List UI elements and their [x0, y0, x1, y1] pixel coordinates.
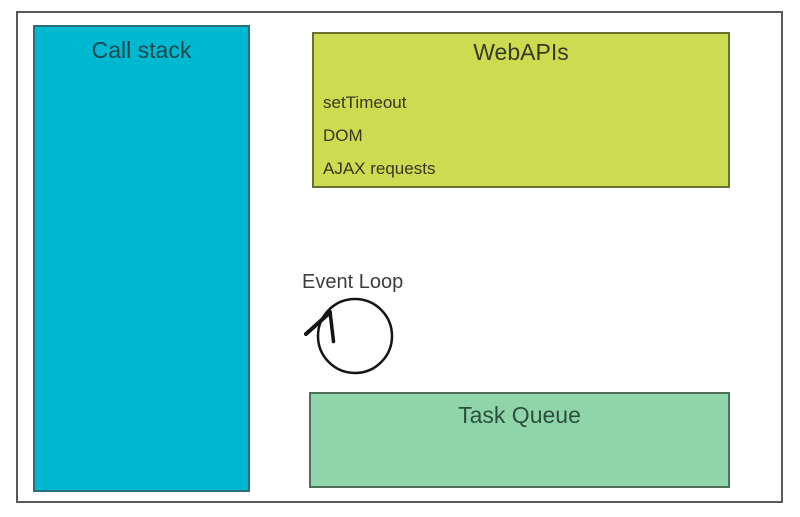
- task-queue-title: Task Queue: [458, 402, 581, 428]
- event-loop-label: Event Loop: [302, 271, 404, 293]
- web-apis-box: WebAPIs setTimeout DOM AJAX requests: [312, 32, 730, 188]
- web-apis-item-ajax: AJAX requests: [323, 159, 436, 178]
- web-apis-item-list: setTimeout DOM AJAX requests: [323, 86, 720, 185]
- call-stack-title: Call stack: [91, 37, 192, 63]
- call-stack-box: Call stack: [33, 25, 250, 492]
- task-queue-box: Task Queue: [309, 392, 730, 488]
- web-apis-title: WebAPIs: [473, 39, 569, 65]
- circular-loop-arrow-icon: [304, 297, 394, 375]
- web-apis-item-settimeout: setTimeout: [323, 93, 407, 112]
- web-apis-item-dom: DOM: [323, 126, 363, 145]
